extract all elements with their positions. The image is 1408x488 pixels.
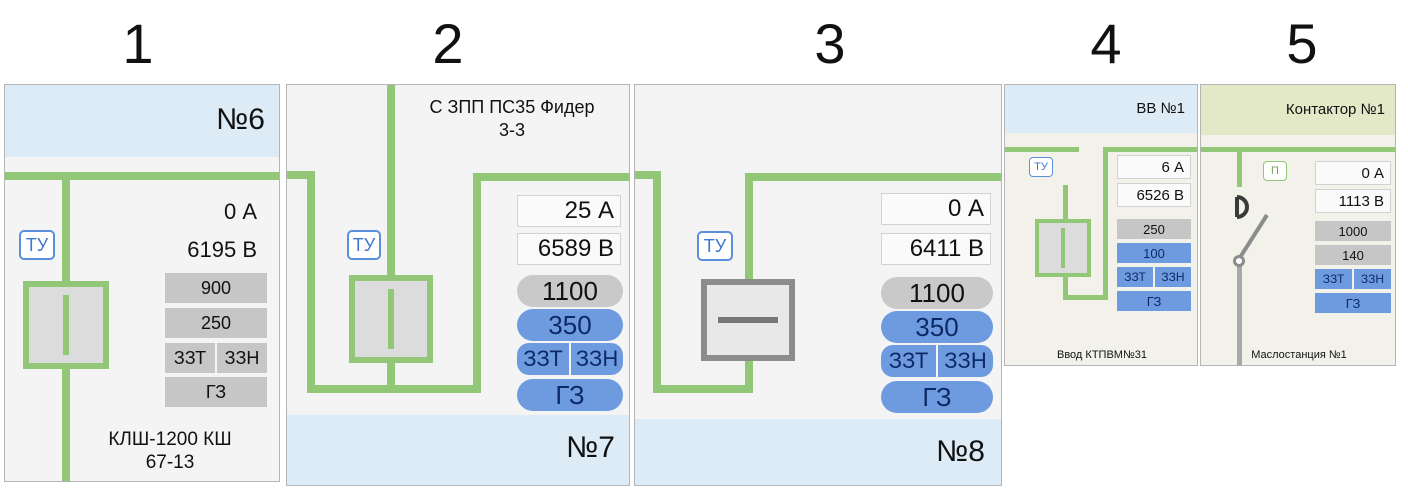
column-number-4: 4 — [1090, 12, 1122, 75]
setting-1: 1100 — [881, 277, 993, 309]
voltage-value: 6195 В — [187, 237, 257, 262]
breaker-icon[interactable] — [701, 279, 795, 361]
column-number-5: 5 — [1286, 12, 1318, 75]
left-loop-line — [307, 171, 315, 393]
local-control-badge[interactable]: П — [1263, 161, 1287, 181]
column-number-2: 2 — [432, 12, 464, 75]
cell-panel-7[interactable]: С ЗПП ПС35 Фидер 3-3 ТУ 25 А 6589 В 1100… — [286, 84, 630, 486]
feeder-line-bottom — [1237, 263, 1242, 365]
breaker-contact — [388, 288, 394, 350]
bottom-loop-line — [1063, 295, 1108, 300]
setting-2: 140 — [1315, 245, 1391, 265]
voltage-value: 6526 В — [1117, 183, 1191, 207]
caption-line-1: КЛШ-1200 КШ — [108, 429, 232, 450]
feeder-line-top — [1237, 147, 1242, 187]
panel-number: №7 — [566, 431, 615, 464]
bottom-loop-line — [653, 385, 753, 393]
panel-caption: Маслостанция №1 — [1251, 349, 1347, 361]
breaker-contact — [1061, 228, 1065, 268]
voltage-value: 6589 В — [517, 233, 621, 265]
panel-title: ВВ №1 — [1136, 100, 1185, 117]
protection-zzn: ЗЗН — [1155, 267, 1191, 287]
setting-1: 900 — [165, 273, 267, 303]
breaker-contact — [718, 317, 778, 323]
voltage-value: 6411 В — [881, 233, 991, 265]
protection-gz: ГЗ — [881, 381, 993, 413]
outgoing-line — [473, 173, 629, 181]
panel-footer-band — [287, 415, 629, 485]
right-loop-line — [473, 173, 481, 393]
contactor-switch-graphic — [1233, 195, 1269, 267]
setting-1: 250 — [1117, 219, 1191, 239]
current-value: 0 А — [881, 193, 991, 225]
protection-gz: ГЗ — [517, 379, 623, 411]
remote-control-badge[interactable]: ТУ — [19, 230, 55, 260]
remote-control-badge[interactable]: ТУ — [347, 230, 381, 260]
protection-zzt: ЗЗТ — [165, 343, 215, 373]
protection-gz: ГЗ — [165, 377, 267, 407]
setting-2: 250 — [165, 308, 267, 338]
outgoing-line — [745, 173, 1001, 181]
cell-panel-8[interactable]: ТУ 0 А 6411 В 1100 350 ЗЗТ ЗЗН ГЗ №8 — [634, 84, 1002, 486]
protection-gz: ГЗ — [1117, 291, 1191, 311]
cell-panel-contactor-1[interactable]: Контактор №1 П 0 А 1113 В 1000 140 ЗЗТ З… — [1200, 84, 1396, 366]
breaker-contact — [63, 294, 69, 356]
cell-panel-vv1[interactable]: ВВ №1 ТУ 6 А 6526 В 250 100 ЗЗТ ЗЗН ГЗ В… — [1004, 84, 1198, 366]
protection-zzt: ЗЗТ — [881, 345, 936, 377]
breaker-icon[interactable] — [349, 275, 433, 363]
protection-zzn: ЗЗН — [571, 343, 623, 375]
setting-1: 1100 — [517, 275, 623, 307]
current-value: 25 А — [517, 195, 621, 227]
busbar-line — [1201, 147, 1395, 152]
current-value: 0 А — [223, 199, 257, 224]
busbar-line — [5, 172, 279, 180]
setting-2: 350 — [881, 311, 993, 343]
column-number-3: 3 — [814, 12, 846, 75]
panel-header-band — [1201, 85, 1395, 135]
protection-zzn: ЗЗН — [1354, 269, 1391, 289]
busbar-line — [1005, 147, 1079, 152]
setting-2: 100 — [1117, 243, 1191, 263]
right-loop-line — [1103, 147, 1108, 299]
busbar-left-stub — [635, 171, 661, 179]
contactor-switch-icon[interactable] — [1223, 185, 1277, 267]
panel-title: Контактор №1 — [1285, 101, 1385, 118]
remote-control-badge[interactable]: ТУ — [697, 231, 733, 261]
panel-title: №6 — [216, 103, 265, 136]
setting-2: 350 — [517, 309, 623, 341]
panel-header-band — [5, 85, 279, 157]
current-value: 0 А — [1315, 161, 1391, 185]
caption-line-2: 67-13 — [145, 452, 195, 473]
column-number-1: 1 — [122, 12, 154, 75]
title-line-1: С ЗПП ПС35 Фидер — [429, 97, 595, 117]
breaker-icon[interactable] — [23, 281, 109, 369]
remote-control-badge[interactable]: ТУ — [1029, 157, 1053, 177]
protection-zzn: ЗЗН — [938, 345, 993, 377]
panel-header-band — [1005, 85, 1197, 133]
panel-caption: Ввод КТПВМ№31 — [1057, 349, 1147, 361]
incoming-line — [387, 85, 395, 393]
cell-panel-6[interactable]: №6 ТУ 0 А 6195 В 900 250 ЗЗТ ЗЗН ГЗ КЛШ-… — [4, 84, 280, 482]
protection-zzt: ЗЗТ — [1315, 269, 1352, 289]
breaker-icon[interactable] — [1035, 219, 1091, 277]
title-line-2: 3-3 — [498, 120, 525, 140]
protection-zzt: ЗЗТ — [517, 343, 569, 375]
voltage-value: 1113 В — [1315, 189, 1391, 213]
protection-gz: ГЗ — [1315, 293, 1391, 313]
left-loop-line — [653, 171, 661, 393]
current-value: 6 А — [1117, 155, 1191, 179]
panel-footer-band — [635, 419, 1001, 485]
busbar-left-stub — [287, 171, 315, 179]
panel-number: №8 — [936, 435, 985, 468]
protection-zzn: ЗЗН — [217, 343, 267, 373]
protection-zzt: ЗЗТ — [1117, 267, 1153, 287]
setting-1: 1000 — [1315, 221, 1391, 241]
outgoing-line — [1103, 147, 1197, 152]
bottom-loop-line — [307, 385, 481, 393]
